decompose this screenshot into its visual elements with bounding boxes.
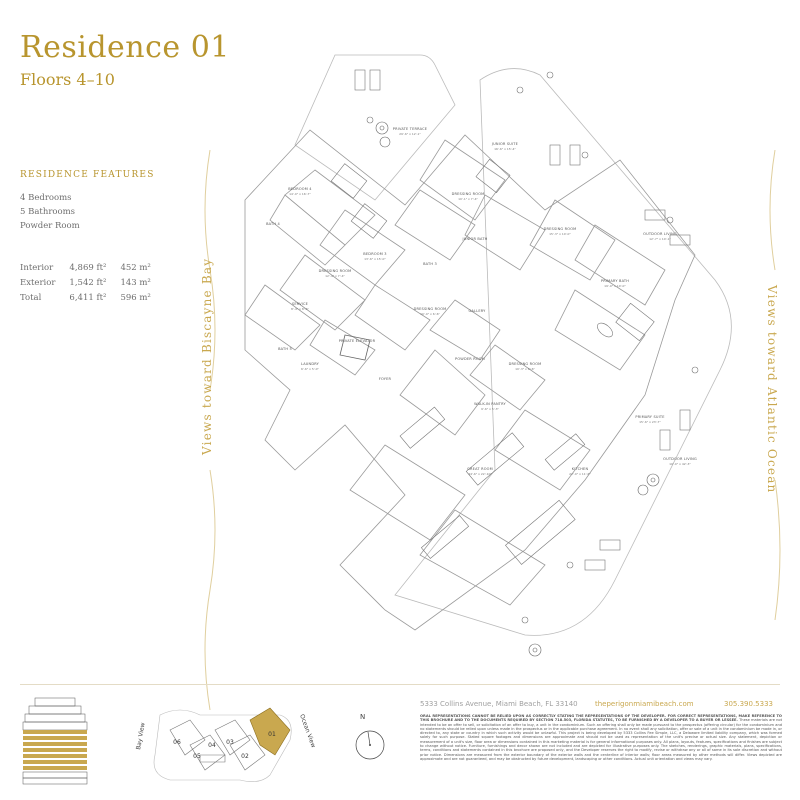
room-great-room: GREAT ROOM [467,467,493,471]
room-dim: 14'-0" x 16'-7" [289,192,311,196]
area-sqm: 452 m² [120,263,151,273]
feature-item: Powder Room [20,221,80,231]
room-dim: 29'-6" x 12'-1" [399,132,421,136]
room-dim: 44'-6" x 22'-10" [468,472,492,476]
unit-01-highlight [249,707,291,756]
room-dim: 10'-0" x 6'-6" [420,312,440,316]
area-sqm: 596 m² [120,293,151,303]
room-private-terrace: PRIVATE TERRACE [393,127,427,131]
unit-label: 05 [193,753,201,760]
room-dressing-room: DRESSING ROOM [509,362,542,366]
room-laundry: LAUNDRY [301,362,320,366]
building-elevation-icon [22,697,88,785]
room-service: SERVICE [292,302,308,306]
key-plan: 06 05 04 03 02 01 Bay View Ocean View [135,707,315,782]
room-powder-room: POWDER ROOM [455,357,485,361]
views-ocean-label: Views toward Atlantic Ocean [765,285,779,494]
area-row-exterior: Exterior 1,542 ft² 143 m² [20,277,165,292]
room-dim: 6'-6" x 5'-0" [301,367,320,371]
room-dim: 19'-0" x 10'-0" [604,284,626,288]
area-sqft: 4,869 ft² [69,263,107,273]
room-bath-5: BATH 5 [278,347,292,351]
room-bedroom-4: BEDROOM 4 [288,187,312,191]
room-dressing-room: DRESSING ROOM [452,192,485,196]
disclaimer-lead: ORAL REPRESENTATIONS CANNOT BE RELIED UP… [420,714,782,723]
area-sqm: 143 m² [120,278,151,288]
plant-icon [375,121,660,657]
footer-phone[interactable]: 305.390.5333 [724,700,773,708]
area-sqft: 6,411 ft² [69,293,107,303]
room-dim: 16'-6" x 15'-4" [494,147,516,151]
area-row-total: Total 6,411 ft² 596 m² [20,292,165,307]
unit-label: 06 [173,739,181,746]
feature-item: 5 Bathrooms [20,207,76,217]
disclaimer-body: These materials are not intended to be a… [420,718,782,761]
room-dim: 9'-6" x 5'-3" [481,407,500,411]
room-dim: 12'-4" x 7'-4" [325,274,345,278]
ocean-view-wave-decoration [769,150,781,620]
room-dressing-room: DRESSING ROOM [414,307,447,311]
room-foyer: FOYER [379,377,392,381]
unit-label: 02 [241,753,249,760]
area-label: Exterior [20,278,56,288]
room-bath-3: BATH 3 [423,262,437,266]
features-heading: RESIDENCE FEATURES [20,170,155,180]
room-bedroom-3: BEDROOM 3 [363,252,386,256]
views-bay-label: Views toward Biscayne Bay [200,257,214,455]
footer-divider [20,684,780,685]
room-dim: 15'-3" x 10'-0" [549,232,571,236]
area-label: Total [20,293,42,303]
compass-north-label: N [360,713,366,721]
room-dim: 13'-6" x 15'-0" [364,257,386,261]
area-table: Interior 4,869 ft² 452 m² Exterior 1,542… [20,262,165,307]
area-label: Interior [20,263,54,273]
footer-address: 5333 Collins Avenue, Miami Beach, FL 331… [420,700,578,708]
room-dim: 10'-1" x 7'-4" [458,197,478,201]
bay-view-wave-decoration [204,150,216,710]
floor-plan: PRIVATE TERRACE 29'-6" x 12'-1" JUNIOR S… [244,54,732,657]
room-dressing-room: DRESSING ROOM [319,269,352,273]
room-junior-bath: JUNIOR BATH [461,237,487,241]
room-private-elevator: PRIVATE ELEVATOR [339,339,376,343]
features-list: 4 Bedrooms 5 Bathrooms Powder Room [20,191,80,233]
legal-disclaimer: ORAL REPRESENTATIONS CANNOT BE RELIED UP… [420,714,782,776]
room-outdoor-living: OUTDOOR LIVING [643,232,677,236]
room-primary-suite: PRIMARY SUITE [635,415,664,419]
ocean-view-label: Ocean View [298,713,315,749]
room-outdoor-living: OUTDOOR LIVING [663,457,697,461]
page-subtitle: Floors 4–10 [20,70,115,89]
room-kitchen: KITCHEN [572,467,589,471]
area-row-interior: Interior 4,869 ft² 452 m² [20,262,165,277]
room-gallery: GALLERY [469,309,487,313]
unit-label: 01 [268,731,276,738]
room-dim: 10'-3" x 8'-6" [515,367,535,371]
room-dim: 22'-0" x 11'-6" [569,472,591,476]
room-dim: 10'-0" x 42'-3" [669,462,691,466]
footer-website[interactable]: theperigonmiamibeach.com [595,700,694,708]
room-bath-4: BATH 4 [266,222,280,226]
room-dressing-room: DRESSING ROOM [544,227,577,231]
unit-label: 03 [226,739,234,746]
area-sqft: 1,542 ft² [69,278,107,288]
page-title: Residence 01 [20,30,230,65]
bay-view-label: Bay View [135,722,147,750]
compass-icon [355,730,385,760]
room-junior-suite: JUNIOR SUITE [491,142,518,146]
room-walkin-pantry: WALK-IN PANTRY [474,402,506,406]
room-dim: 12'-7" x 10'-1" [649,237,671,241]
room-primary-bath: PRIMARY BATH [601,279,629,283]
room-dim: 15'-6" x 23'-7" [639,420,661,424]
feature-item: 4 Bedrooms [20,193,72,203]
room-dim: 8'-4" x 8'-6" [291,307,310,311]
unit-label: 04 [208,742,216,749]
